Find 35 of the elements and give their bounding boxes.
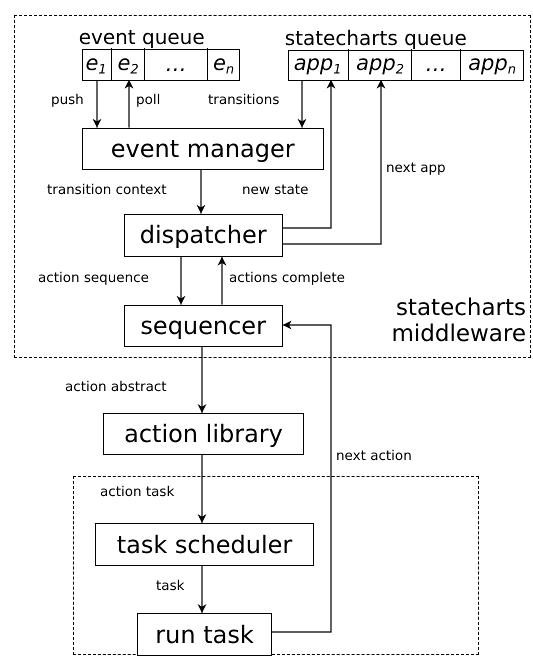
edge-label: poll	[136, 92, 160, 108]
edge-label: action sequence	[38, 270, 149, 286]
dashed-group-box	[73, 476, 479, 655]
edge-label: actions complete	[229, 270, 345, 286]
arrow	[198, 346, 206, 413]
arrow	[198, 566, 206, 613]
queue-cell: …	[145, 48, 208, 80]
arrow	[282, 80, 336, 229]
arrow	[282, 80, 386, 245]
arrow	[218, 256, 226, 305]
queue-cell: e$_{2}$	[112, 48, 146, 80]
arrow	[124, 80, 134, 128]
edge-label: next app	[386, 160, 446, 176]
edge-label: push	[51, 92, 84, 108]
process-box: dispatcher	[124, 214, 283, 257]
group-label: statecharts middleware	[390, 296, 526, 347]
process-box: task scheduler	[95, 523, 314, 566]
process-box: action library	[103, 413, 304, 455]
process-box: event manager	[82, 128, 324, 170]
arrow	[176, 256, 186, 305]
arrow	[92, 80, 102, 128]
queue-cell: app$_{1}$	[287, 49, 350, 80]
queue-cell: e$_{1}$	[81, 48, 112, 80]
queue-cell: app$_{n}$	[461, 49, 524, 80]
queue-heading: event queue	[78, 24, 205, 49]
process-box: run task	[137, 613, 272, 656]
queue-cell: …	[412, 49, 462, 80]
arrow	[198, 455, 206, 523]
arrow	[196, 170, 206, 214]
queue-heading: statecharts queue	[284, 26, 467, 50]
queue-cell: app$_{2}$	[349, 49, 412, 80]
arrow	[272, 320, 332, 633]
queue-cell: e$_{n}$	[208, 48, 240, 80]
process-box: sequencer	[124, 304, 283, 347]
arrow	[298, 80, 306, 128]
